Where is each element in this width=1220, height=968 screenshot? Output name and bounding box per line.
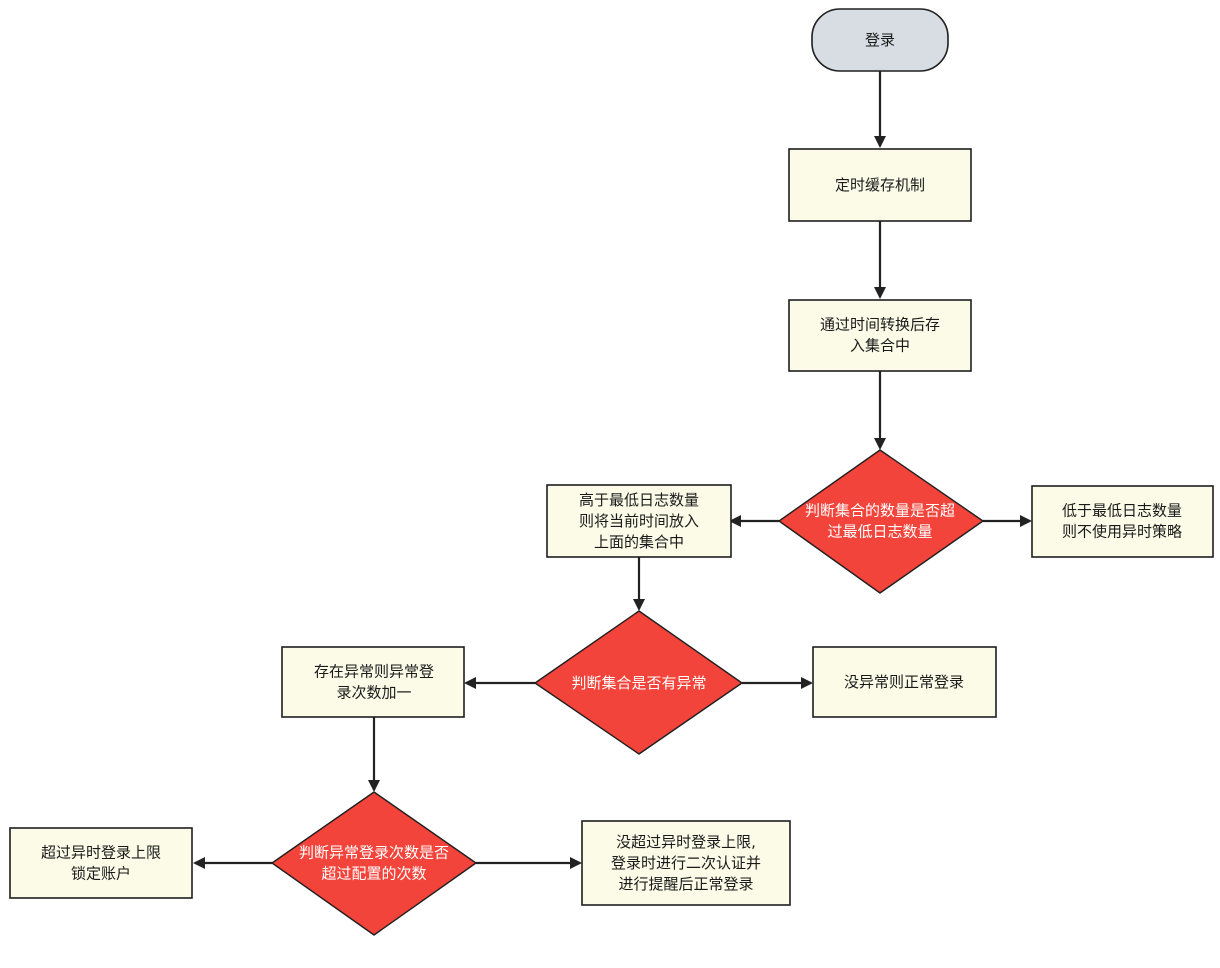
decision-diamond xyxy=(533,610,744,755)
above-min-line: 上面的集合中 xyxy=(594,533,684,551)
cache-line: 定时缓存机制 xyxy=(835,176,925,194)
process-box xyxy=(788,148,972,222)
node-decision-limit: 判断异常登录次数是否超过配置的次数 xyxy=(270,791,478,936)
below-min-line: 则不使用异时策略 xyxy=(1062,523,1182,541)
node-lock: 超过异时登录上限锁定账户 xyxy=(9,827,193,899)
lock-line: 锁定账户 xyxy=(71,865,131,883)
abnormal-yes-line: 存在异常则异常登 xyxy=(314,663,434,681)
remind-line: 进行提醒后正常登录 xyxy=(618,875,753,893)
node-remind-label: 没超过异时登录上限, 登录时进行二次认证并进行提醒后正常登录 xyxy=(611,833,761,893)
node-abnormal-yes-label: 存在异常则异常登录次数加一 xyxy=(314,663,434,702)
abnormal-no-line: 没异常则正常登录 xyxy=(844,673,964,691)
node-above-min-label: 高于最低日志数量则将当前时间放入上面的集合中 xyxy=(579,491,699,551)
node-login: 登录 xyxy=(811,8,949,72)
node-abnormal-yes: 存在异常则异常登录次数加一 xyxy=(281,646,465,718)
process-box xyxy=(1031,485,1214,558)
convert-line: 通过时间转换后存 xyxy=(820,316,940,334)
process-box xyxy=(812,646,997,718)
process-box xyxy=(546,484,732,558)
below-min-line: 低于最低日志数量 xyxy=(1062,502,1182,520)
above-min-line: 则将当前时间放入 xyxy=(579,512,699,530)
decision-limit-line: 判断异常登录次数是否 xyxy=(299,844,449,862)
decision-diamond xyxy=(270,791,478,936)
above-min-line: 高于最低日志数量 xyxy=(579,491,699,509)
node-abnormal-no-label: 没异常则正常登录 xyxy=(844,673,964,691)
node-decision-count-label: 判断集合的数量是否超过最低日志数量 xyxy=(805,502,955,541)
node-login-label: 登录 xyxy=(865,31,895,49)
node-decision-count: 判断集合的数量是否超过最低日志数量 xyxy=(777,449,985,594)
node-below-min: 低于最低日志数量则不使用异时策略 xyxy=(1031,485,1214,558)
convert-line: 入集合中 xyxy=(850,337,910,355)
process-box xyxy=(788,299,972,372)
remind-line: 登录时进行二次认证并 xyxy=(611,854,761,872)
decision-count-line: 判断集合的数量是否超 xyxy=(805,502,955,520)
lock-line: 超过异时登录上限 xyxy=(41,844,161,862)
edges xyxy=(193,71,1032,869)
node-lock-label: 超过异时登录上限锁定账户 xyxy=(41,844,161,883)
node-cache: 定时缓存机制 xyxy=(788,148,972,222)
node-below-min-label: 低于最低日志数量则不使用异时策略 xyxy=(1062,502,1182,541)
node-decision-abnormal-label: 判断集合是否有异常 xyxy=(571,674,706,692)
node-decision-limit-label: 判断异常登录次数是否超过配置的次数 xyxy=(299,844,449,883)
decision-limit-line: 超过配置的次数 xyxy=(321,865,426,883)
process-box xyxy=(9,827,193,899)
node-convert: 通过时间转换后存入集合中 xyxy=(788,299,972,372)
login-line: 登录 xyxy=(865,31,895,49)
process-box xyxy=(581,820,791,906)
decision-diamond xyxy=(777,449,985,594)
node-decision-abnormal: 判断集合是否有异常 xyxy=(533,610,744,755)
node-cache-label: 定时缓存机制 xyxy=(835,176,925,194)
abnormal-yes-line: 录次数加一 xyxy=(336,684,411,702)
nodes: 登录 定时缓存机制 通过时间转换后存入集合中 判断集合的数量是否超过最低日志数量… xyxy=(9,8,1214,936)
process-box xyxy=(281,646,465,718)
node-remind: 没超过异时登录上限, 登录时进行二次认证并进行提醒后正常登录 xyxy=(581,820,791,906)
decision-abnormal-line: 判断集合是否有异常 xyxy=(571,674,706,692)
decision-count-line: 过最低日志数量 xyxy=(827,523,932,541)
remind-line: 没超过异时登录上限, xyxy=(616,833,756,851)
node-convert-label: 通过时间转换后存入集合中 xyxy=(820,316,940,355)
node-above-min: 高于最低日志数量则将当前时间放入上面的集合中 xyxy=(546,484,732,558)
terminal-shape xyxy=(811,8,949,72)
node-abnormal-no: 没异常则正常登录 xyxy=(812,646,997,718)
